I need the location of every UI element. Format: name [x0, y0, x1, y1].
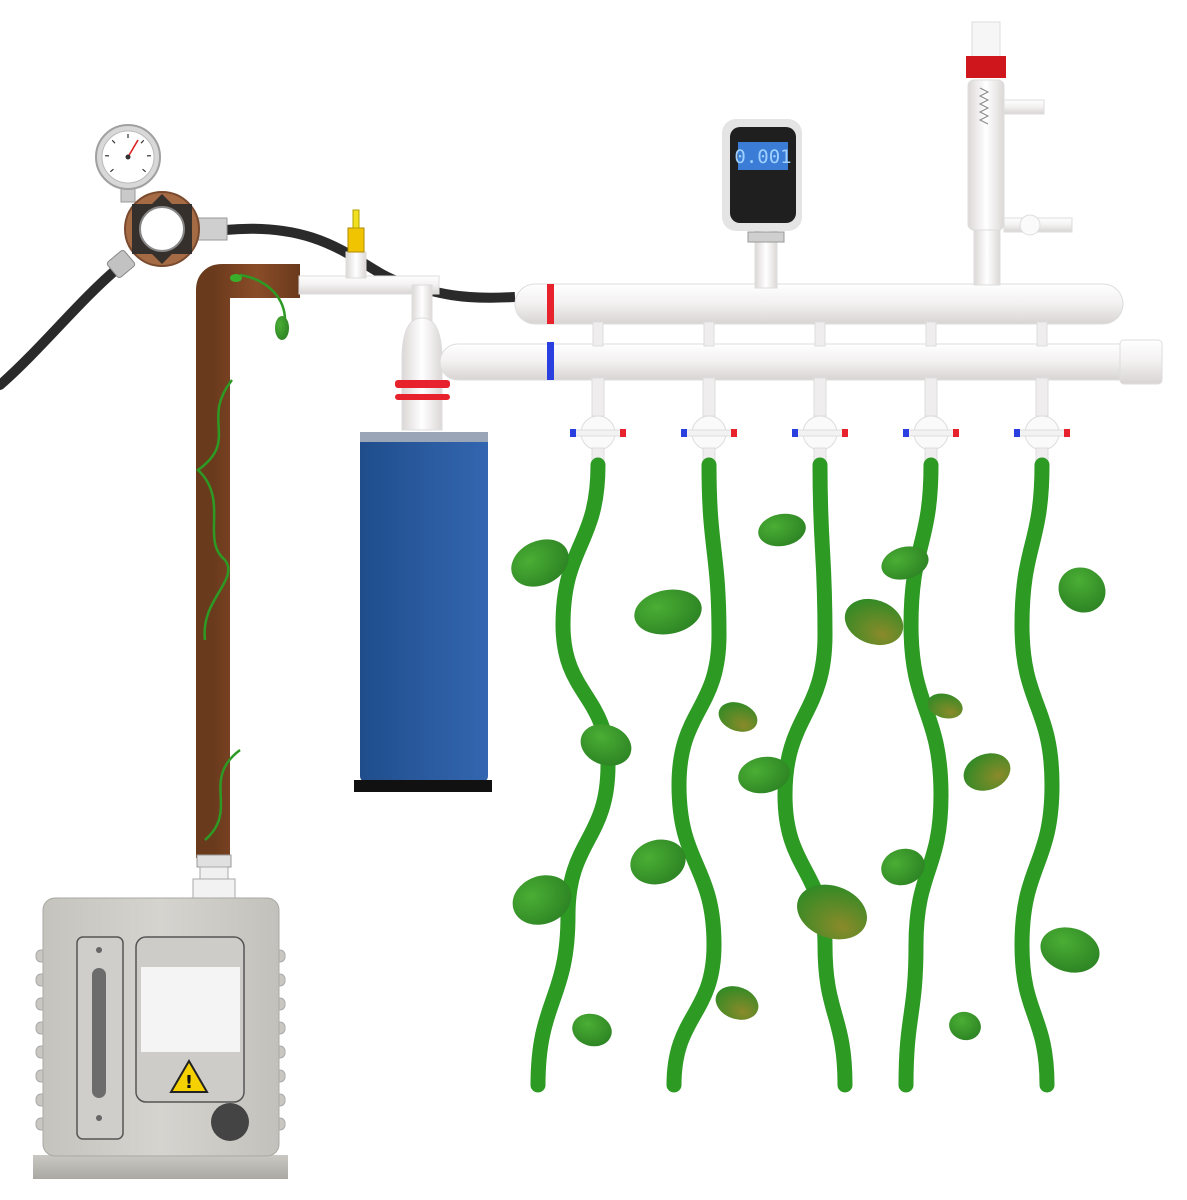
vine	[1014, 457, 1060, 1093]
stopcock[interactable]	[903, 415, 959, 465]
inert-gas-manifold-band	[547, 342, 554, 380]
regulator-valve	[106, 191, 228, 279]
vine	[777, 457, 853, 1093]
stopcock-blue-tip	[792, 429, 798, 437]
stopcock-blue-tip	[903, 429, 909, 437]
tee-connector	[298, 209, 440, 326]
stopcocks	[570, 415, 1070, 465]
stopcock[interactable]	[570, 415, 626, 465]
vacuum-manifold-band	[547, 284, 554, 324]
manifold-connector	[1036, 321, 1048, 347]
cold-trap-dewar	[360, 432, 488, 782]
digital-vacuum-gauge: 0.001	[722, 119, 802, 289]
stopcock-red-tip	[1064, 429, 1070, 437]
leaf	[718, 702, 758, 732]
leaf	[927, 693, 963, 719]
leaf	[1040, 927, 1100, 973]
manifold-connector	[703, 321, 715, 347]
leaf	[630, 839, 686, 885]
gauge-tick	[140, 139, 145, 144]
leaf	[797, 884, 867, 940]
manifold-connector	[925, 321, 937, 347]
leaf	[881, 848, 925, 886]
manifold-connector	[592, 321, 604, 347]
leaf	[1058, 567, 1106, 613]
exhaust-pipe	[192, 264, 300, 900]
pump-base	[33, 1155, 288, 1179]
gauge-reading: 0.001	[734, 146, 791, 168]
svg-text:!: !	[185, 1072, 193, 1093]
stopcock[interactable]	[792, 415, 848, 465]
leaf	[963, 753, 1011, 791]
pump-label-plate	[141, 967, 240, 1052]
gauge-lcd	[738, 142, 788, 170]
gauge-tick	[109, 168, 114, 173]
leaf	[580, 724, 632, 766]
leaf	[758, 513, 806, 547]
stopcock-stem	[813, 377, 827, 417]
vacuum-pump: !	[33, 897, 288, 1179]
gauge-scale	[105, 134, 151, 173]
stopcock-red-tip	[620, 429, 626, 437]
stopcock-stem	[924, 377, 938, 417]
stopcock[interactable]	[681, 415, 737, 465]
stopcock[interactable]	[1014, 415, 1070, 465]
vacuum-manifold	[514, 283, 1124, 325]
leaf	[275, 316, 289, 340]
leaf	[844, 598, 904, 646]
schlenk-line	[439, 283, 1163, 417]
gauge-needle	[127, 139, 139, 158]
stopcock-red-tip	[731, 429, 737, 437]
stopcock-blue-tip	[570, 429, 576, 437]
stopcock-stem	[702, 377, 716, 417]
stopcock-blue-tip	[1014, 429, 1020, 437]
gauge-tick	[142, 168, 147, 173]
leaf	[634, 589, 702, 635]
leaf	[949, 1011, 981, 1041]
manifold-connector	[814, 321, 826, 347]
stopcock-stem	[591, 377, 605, 417]
leaf	[572, 1013, 612, 1047]
pressure-gauge	[95, 124, 161, 203]
vines	[511, 457, 1106, 1093]
cold-trap	[354, 317, 492, 792]
leaf	[512, 875, 572, 925]
leaf	[738, 756, 790, 794]
stopcock-red-tip	[842, 429, 848, 437]
pump-power-knob	[211, 1103, 249, 1141]
stopcock-blue-tip	[681, 429, 687, 437]
leaf	[881, 546, 929, 580]
vacuum-hose-left	[0, 263, 123, 390]
stopcock-red-tip	[953, 429, 959, 437]
gauge-tick	[111, 139, 116, 144]
warning-icon: !	[169, 1059, 209, 1093]
stopcock-stem	[1035, 377, 1049, 417]
leaf	[511, 539, 569, 587]
leaf	[715, 986, 759, 1020]
vine	[666, 457, 727, 1093]
bubbler	[966, 21, 1073, 286]
